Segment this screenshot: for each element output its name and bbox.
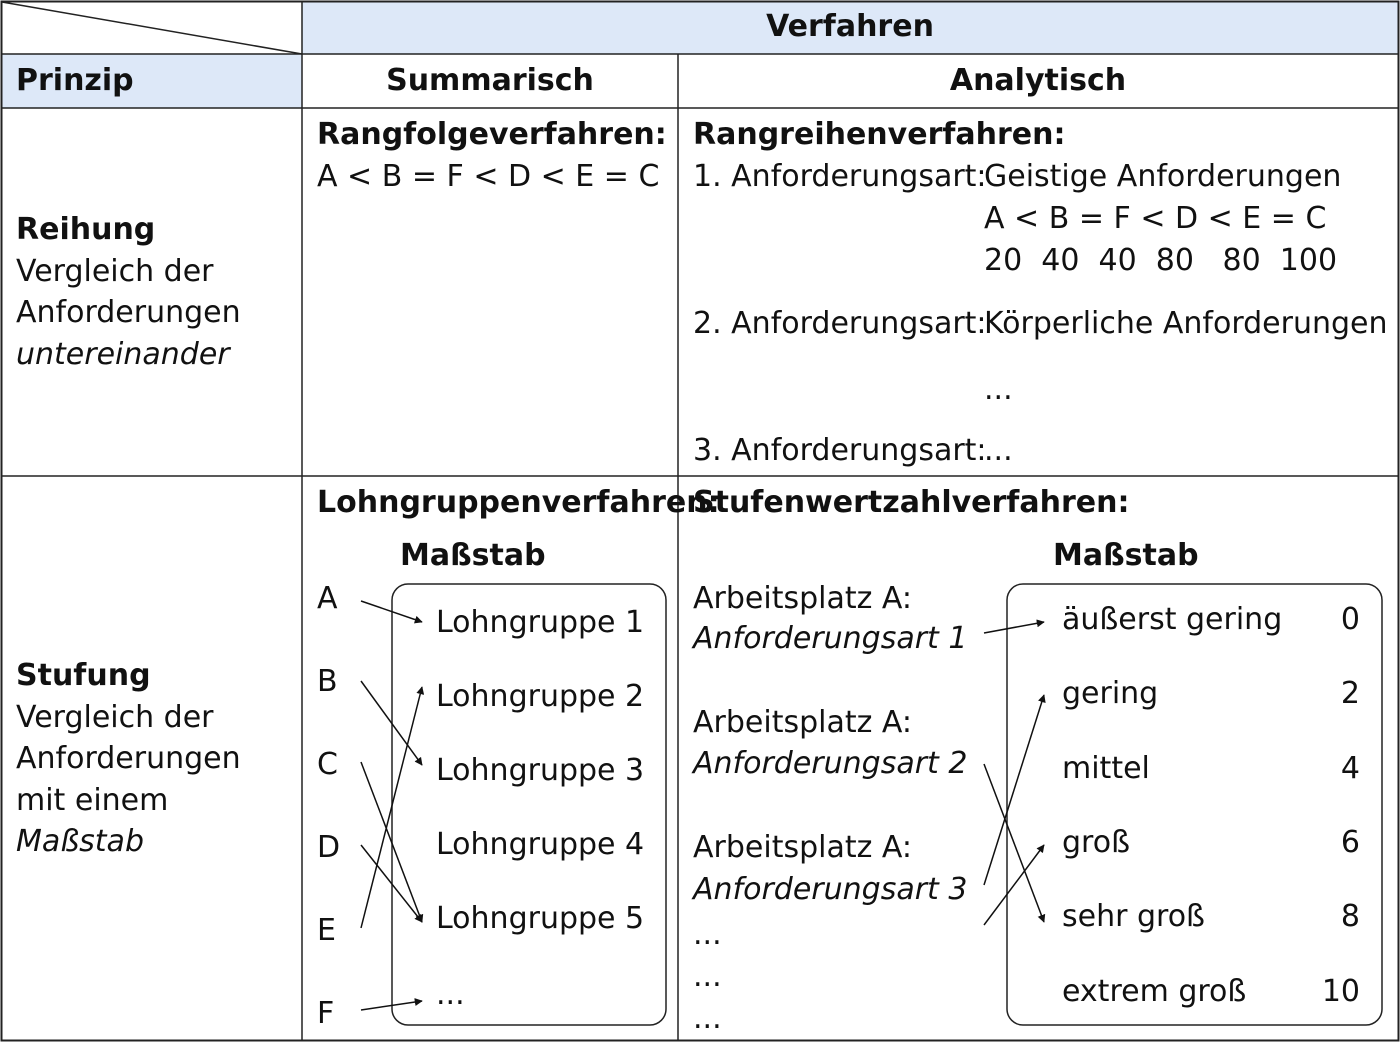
- job-label: F: [317, 996, 335, 1031]
- level-value: 6: [1340, 825, 1360, 860]
- level-label: gering: [1062, 676, 1159, 711]
- level-value: 2: [1340, 676, 1360, 711]
- workplace-label: Arbeitsplatz A:: [693, 705, 912, 740]
- level-value: 10: [1321, 974, 1360, 1009]
- lohngruppe-item: Lohngruppe 5: [436, 901, 645, 936]
- arrow-e-to-lohngruppe-2: [360, 686, 425, 929]
- job-label: A: [317, 581, 338, 616]
- workplace-label: Arbeitsplatz A:: [693, 830, 912, 865]
- lohngruppen-title: Lohngruppenverfahren:: [317, 485, 720, 520]
- art3-label: 3. Anforderungsart:: [693, 433, 987, 468]
- workplace-art: Anforderungsart 3: [693, 872, 968, 907]
- workplace-art: Anforderungsart 2: [693, 746, 968, 781]
- reihung-desc-line-1: Vergleich der: [16, 254, 214, 289]
- stufung-desc-line-2: Anforderungen: [16, 741, 241, 776]
- header-cell-verfahren-bg: [302, 2, 1398, 54]
- level-label: sehr groß: [1062, 899, 1205, 934]
- header-prinzip: Prinzip: [16, 63, 134, 98]
- stufung-title: Stufung: [16, 658, 151, 693]
- arrow-art3-to-gering: [983, 694, 1046, 886]
- level-value: 8: [1340, 899, 1360, 934]
- art1-label: 1. Anforderungsart:: [693, 159, 987, 194]
- workplace-art: Anforderungsart 1: [693, 621, 968, 656]
- level-label: äußerst gering: [1062, 602, 1283, 637]
- arrow-art2-to-sehr-gross: [983, 763, 1046, 923]
- level-label: extrem groß: [1062, 974, 1247, 1009]
- lohngruppe-item: Lohngruppe 3: [436, 753, 645, 788]
- art1-scores: 20 40 40 80 80 100: [984, 243, 1338, 278]
- header-verfahren: Verfahren: [766, 9, 934, 44]
- job-label: C: [317, 747, 338, 782]
- art2-value: Körperliche Anforderungen: [984, 306, 1388, 341]
- rangfolge-order: A < B = F < D < E = C: [317, 159, 660, 194]
- rangfolge-title: Rangfolgeverfahren:: [317, 117, 667, 152]
- lohngruppen-scale-label: Maßstab: [400, 538, 546, 573]
- level-value: 4: [1340, 751, 1360, 786]
- workplace-label: Arbeitsplatz A:: [693, 581, 912, 616]
- art1-order: A < B = F < D < E = C: [984, 201, 1327, 236]
- lohngruppe-item: Lohngruppe 1: [436, 605, 645, 640]
- arrow-f-to-ellipsis: [360, 998, 423, 1011]
- workplace-ellipsis: ...: [693, 917, 722, 952]
- arrow-art1-to-aeusserst-gering: [983, 619, 1045, 634]
- workplace-ellipsis: ...: [693, 1001, 722, 1036]
- stufenwert-title: Stufenwertzahlverfahren:: [693, 485, 1130, 520]
- stufung-desc-emphasis: Maßstab: [16, 824, 144, 859]
- stufung-desc-line-3: mit einem: [16, 783, 169, 818]
- header-cell-prinzip-bg: [2, 54, 302, 108]
- art3-value: ...: [984, 433, 1013, 468]
- level-value: 0: [1340, 602, 1360, 637]
- rangreihen-title: Rangreihenverfahren:: [693, 117, 1066, 152]
- stufen-scale-box: [1006, 583, 1383, 1026]
- lohngruppe-item: ...: [436, 977, 465, 1012]
- workplace-ellipsis: ...: [693, 959, 722, 994]
- arrow-b-to-lohngruppe-3: [360, 680, 423, 766]
- header-summarisch: Summarisch: [386, 63, 594, 98]
- stufung-desc-line-1: Vergleich der: [16, 700, 214, 735]
- art2-label: 2. Anforderungsart:: [693, 306, 987, 341]
- job-label: E: [317, 913, 336, 948]
- lohngruppe-item: Lohngruppe 2: [436, 679, 645, 714]
- stufenwert-scale-label: Maßstab: [1053, 538, 1199, 573]
- art2-ellipsis: ...: [984, 372, 1013, 407]
- lohngruppe-item: Lohngruppe 4: [436, 827, 645, 862]
- arrow-art3-to-gross: [983, 844, 1045, 926]
- arrow-c-to-lohngruppe-5: [360, 761, 424, 923]
- lohngruppe-scale-box: [391, 583, 667, 1026]
- level-label: mittel: [1062, 751, 1150, 786]
- art1-value: Geistige Anforderungen: [984, 159, 1342, 194]
- job-label: D: [317, 830, 341, 865]
- header-analytisch: Analytisch: [949, 63, 1127, 98]
- reihung-desc-emphasis: untereinander: [16, 337, 230, 372]
- arrow-a-to-lohngruppe-1: [360, 600, 423, 624]
- arrow-d-to-lohngruppe-5: [360, 844, 423, 923]
- job-label: B: [317, 664, 338, 699]
- corner-diagonal: [1, 1, 303, 55]
- level-label: groß: [1062, 825, 1130, 860]
- reihung-desc-line-2: Anforderungen: [16, 295, 241, 330]
- reihung-title: Reihung: [16, 212, 156, 247]
